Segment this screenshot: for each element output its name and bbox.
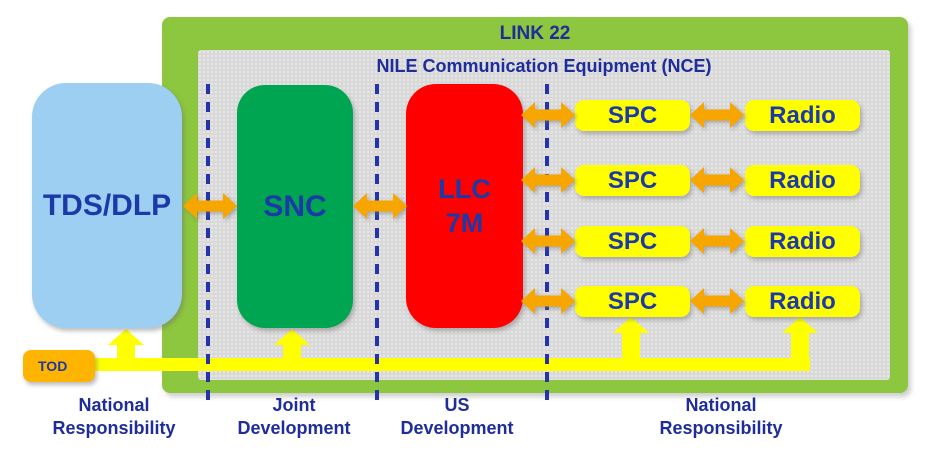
boundary-dashed-line-joint-us [375, 84, 379, 406]
llc-7m-node: LLC 7M [406, 84, 523, 328]
tod-up-arrow-to-snc [274, 329, 310, 366]
double-arrow-spc-radio-3 [690, 228, 744, 254]
spc-node-4-label: SPC [607, 287, 658, 315]
radio-node-1: Radio [745, 100, 860, 131]
spc-node-1-label: SPC [607, 101, 658, 129]
snc-node-label: SNC [263, 189, 327, 223]
tod-up-arrow-to-spc [613, 317, 649, 366]
footer-label-joint-development: Joint Development [194, 394, 394, 440]
footer-label-line: Responsibility [659, 418, 783, 438]
radio-node-3-label: Radio [769, 227, 836, 255]
footer-label-line: Development [237, 418, 351, 438]
radio-node-2: Radio [745, 165, 860, 196]
nce-title: NILE Communication Equipment (NCE) [376, 56, 712, 76]
spc-node-1: SPC [575, 100, 690, 131]
tod-distribution-line [60, 358, 810, 371]
footer-label-line: National [78, 395, 150, 415]
spc-node-2-label: SPC [607, 166, 658, 194]
double-arrow-tds-snc [183, 193, 237, 219]
boundary-dashed-line-national-joint [206, 84, 210, 406]
diagram-title: LINK 22 [499, 23, 571, 44]
tod-up-arrow-to-tds [108, 329, 144, 366]
radio-node-4-label: Radio [769, 287, 836, 315]
footer-label-national-responsibility-left: National Responsibility [14, 394, 214, 440]
tds-dlp-node-label: TDS/DLP [42, 188, 172, 222]
snc-node: SNC [237, 85, 353, 328]
double-arrow-llc-spc-2 [521, 167, 575, 193]
footer-label-national-responsibility-right: National Responsibility [621, 394, 821, 440]
double-arrow-spc-radio-4 [690, 288, 744, 314]
footer-label-line: US [444, 395, 470, 415]
spc-node-4: SPC [575, 286, 690, 317]
footer-label-line: Development [400, 418, 514, 438]
footer-label-line: Responsibility [52, 418, 176, 438]
footer-label-us-development: US Development [357, 394, 557, 440]
double-arrow-llc-spc-3 [521, 228, 575, 254]
double-arrow-spc-radio-2 [690, 167, 744, 193]
llc-node-label-line2: 7M [445, 208, 484, 238]
tod-up-arrow-to-radio [782, 317, 818, 366]
double-arrow-llc-spc-1 [521, 102, 575, 128]
llc-node-label-line1: LLC [438, 174, 491, 204]
footer-label-line: Joint [272, 395, 316, 415]
radio-node-2-label: Radio [769, 166, 836, 194]
footer-label-line: National [685, 395, 757, 415]
double-arrow-spc-radio-1 [690, 102, 744, 128]
double-arrow-llc-spc-4 [521, 288, 575, 314]
spc-node-3: SPC [575, 226, 690, 257]
radio-node-1-label: Radio [769, 101, 836, 129]
spc-node-3-label: SPC [607, 227, 658, 255]
radio-node-4: Radio [745, 286, 860, 317]
tod-node-label: TOD [38, 358, 68, 374]
double-arrow-snc-llc [353, 193, 407, 219]
tds-dlp-node: TDS/DLP [32, 83, 182, 328]
radio-node-3: Radio [745, 226, 860, 257]
tod-node: TOD [23, 350, 95, 382]
spc-node-2: SPC [575, 165, 690, 196]
